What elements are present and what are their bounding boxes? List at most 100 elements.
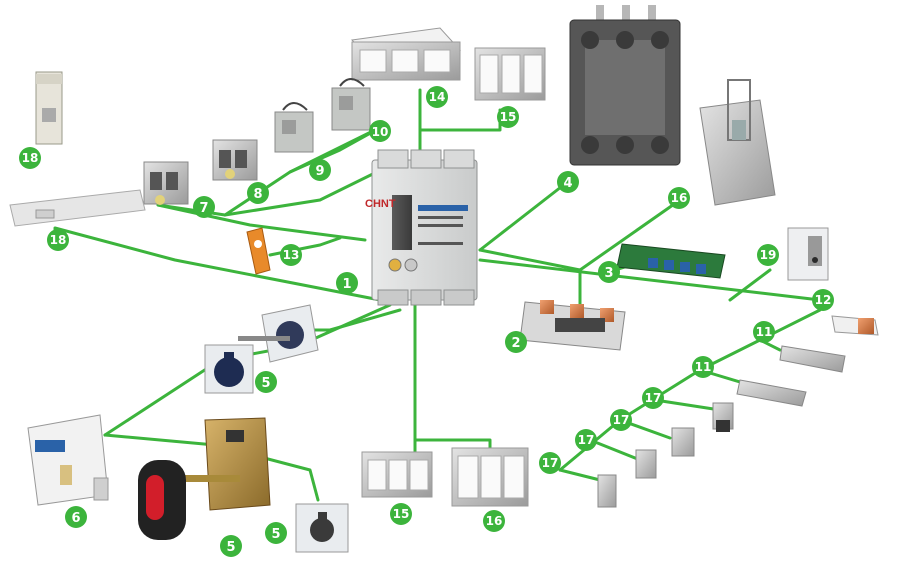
- svg-text:3: 3: [604, 266, 613, 281]
- badge-phase-barrier-bottom: 16: [483, 510, 505, 532]
- line-breaker-left: [156, 203, 367, 242]
- svg-text:5: 5: [271, 527, 280, 542]
- badge-padlock: 13: [280, 244, 302, 266]
- din-rail-image: [9, 189, 146, 227]
- badge-phase-barrier-right: 16: [668, 187, 690, 209]
- control-board-image: [616, 243, 726, 279]
- terminal-cover-top-image: [350, 27, 462, 81]
- bus-bar-pcb-image: [519, 300, 626, 351]
- line-right-branch: [478, 258, 822, 302]
- cable-lug-1-image: [712, 402, 734, 432]
- badge-din-adapter: 18: [19, 147, 41, 169]
- badge-terminal-cover-top: 14: [426, 86, 448, 108]
- svg-text:4: 4: [563, 176, 572, 191]
- din-adapter-image: [35, 71, 63, 145]
- aux-contact-1-image: [143, 161, 189, 205]
- svg-text:16: 16: [486, 514, 503, 528]
- badge-aux-contact-2: 8: [247, 182, 269, 204]
- shunt-release-image: [274, 102, 314, 153]
- badge-cable-lug-1: 17: [642, 387, 664, 409]
- svg-text:11: 11: [695, 360, 712, 374]
- svg-text:10: 10: [372, 125, 389, 139]
- badge-rotary-handle-front: 5: [255, 371, 277, 393]
- badge-plug-in-base: 4: [557, 171, 579, 193]
- cable-lug-4-image: [597, 474, 617, 508]
- cable-lug-3-image: [635, 449, 657, 479]
- badge-layer: 1 2 3 4 5 5 5 6 7 8 9 10 11 11 12 13 14 …: [19, 86, 834, 557]
- cable-lug-2-image: [671, 427, 695, 457]
- rotary-handle-ext-image: [238, 304, 319, 363]
- badge-main-breaker: 1: [336, 272, 358, 294]
- line-lug-3: [588, 438, 642, 462]
- badge-aux-contact-1: 7: [193, 196, 215, 218]
- svg-text:2: 2: [511, 336, 520, 351]
- line-lug-1: [653, 398, 722, 412]
- badge-copper-connector: 12: [812, 289, 834, 311]
- svg-text:5: 5: [261, 376, 270, 391]
- badge-rotary-handle-panel: 5: [265, 522, 287, 544]
- badge-cable-lug-4: 17: [539, 452, 561, 474]
- padlock-image: [246, 227, 271, 275]
- svg-text:15: 15: [500, 110, 517, 124]
- terminal-ext-2-image: [736, 379, 807, 407]
- plug-in-base-image: [569, 5, 681, 166]
- badge-bus-bar-pcb: 2: [505, 331, 527, 353]
- terminal-shield-top-image: [474, 47, 546, 101]
- line-aux-contact-1: [156, 166, 387, 217]
- svg-text:9: 9: [315, 164, 324, 179]
- motor-operator-image: [27, 414, 109, 506]
- badge-cable-lug-3: 17: [575, 429, 597, 451]
- svg-text:17: 17: [645, 391, 662, 405]
- badge-terminal-shield-top: 15: [497, 106, 519, 128]
- svg-text:1: 1: [342, 277, 351, 292]
- svg-text:17: 17: [542, 456, 559, 470]
- badge-motor-operator: 6: [65, 506, 87, 528]
- mounting-plate-image: [699, 79, 776, 206]
- svg-text:18: 18: [22, 151, 39, 165]
- rotary-handle-front-image: [204, 344, 254, 394]
- badge-leakage-module: 19: [757, 244, 779, 266]
- line-rotary-chain: [103, 303, 392, 437]
- svg-text:13: 13: [283, 248, 300, 262]
- svg-text:8: 8: [253, 187, 262, 202]
- badge-din-rail: 18: [47, 229, 69, 251]
- undervoltage-release-image: [331, 78, 371, 131]
- rotary-handle-shaft-image: [138, 417, 271, 540]
- phase-barrier-bottom-image: [451, 447, 529, 507]
- badge-cable-lug-2: 17: [610, 409, 632, 431]
- svg-text:11: 11: [756, 325, 773, 339]
- line-leakage: [728, 268, 772, 302]
- svg-text:5: 5: [226, 540, 235, 555]
- copper-connector-image: [831, 315, 879, 336]
- badge-undervoltage-release: 10: [369, 120, 391, 142]
- leakage-module-image: [787, 227, 829, 281]
- svg-text:17: 17: [613, 413, 630, 427]
- svg-text:15: 15: [393, 507, 410, 521]
- aux-contact-2-image: [212, 139, 258, 181]
- svg-text:7: 7: [199, 201, 208, 216]
- badge-terminal-ext-2: 11: [692, 356, 714, 378]
- rotary-handle-panel-image: [295, 503, 349, 553]
- badge-terminal-ext-1: 11: [753, 321, 775, 343]
- line-din-rail: [53, 226, 382, 302]
- svg-text:16: 16: [671, 191, 688, 205]
- svg-text:6: 6: [71, 511, 80, 526]
- svg-text:18: 18: [50, 233, 67, 247]
- line-lug-4: [558, 468, 602, 482]
- badge-rotary-handle-shaft: 5: [220, 535, 242, 557]
- badge-shunt-release: 9: [309, 159, 331, 181]
- badge-control-board: 3: [598, 261, 620, 283]
- line-plug-in-base: [478, 178, 572, 252]
- svg-text:17: 17: [578, 433, 595, 447]
- svg-text:19: 19: [760, 248, 777, 262]
- line-bottom-covers: [413, 298, 492, 457]
- terminal-shield-bottom-image: [361, 451, 433, 498]
- svg-text:12: 12: [815, 293, 832, 307]
- line-rotary-front: [298, 308, 402, 332]
- badge-terminal-shield-bottom: 15: [390, 503, 412, 525]
- terminal-ext-1-image: [779, 345, 846, 373]
- main-breaker-image: [371, 149, 478, 306]
- brand-logo: CHNT: [365, 198, 396, 210]
